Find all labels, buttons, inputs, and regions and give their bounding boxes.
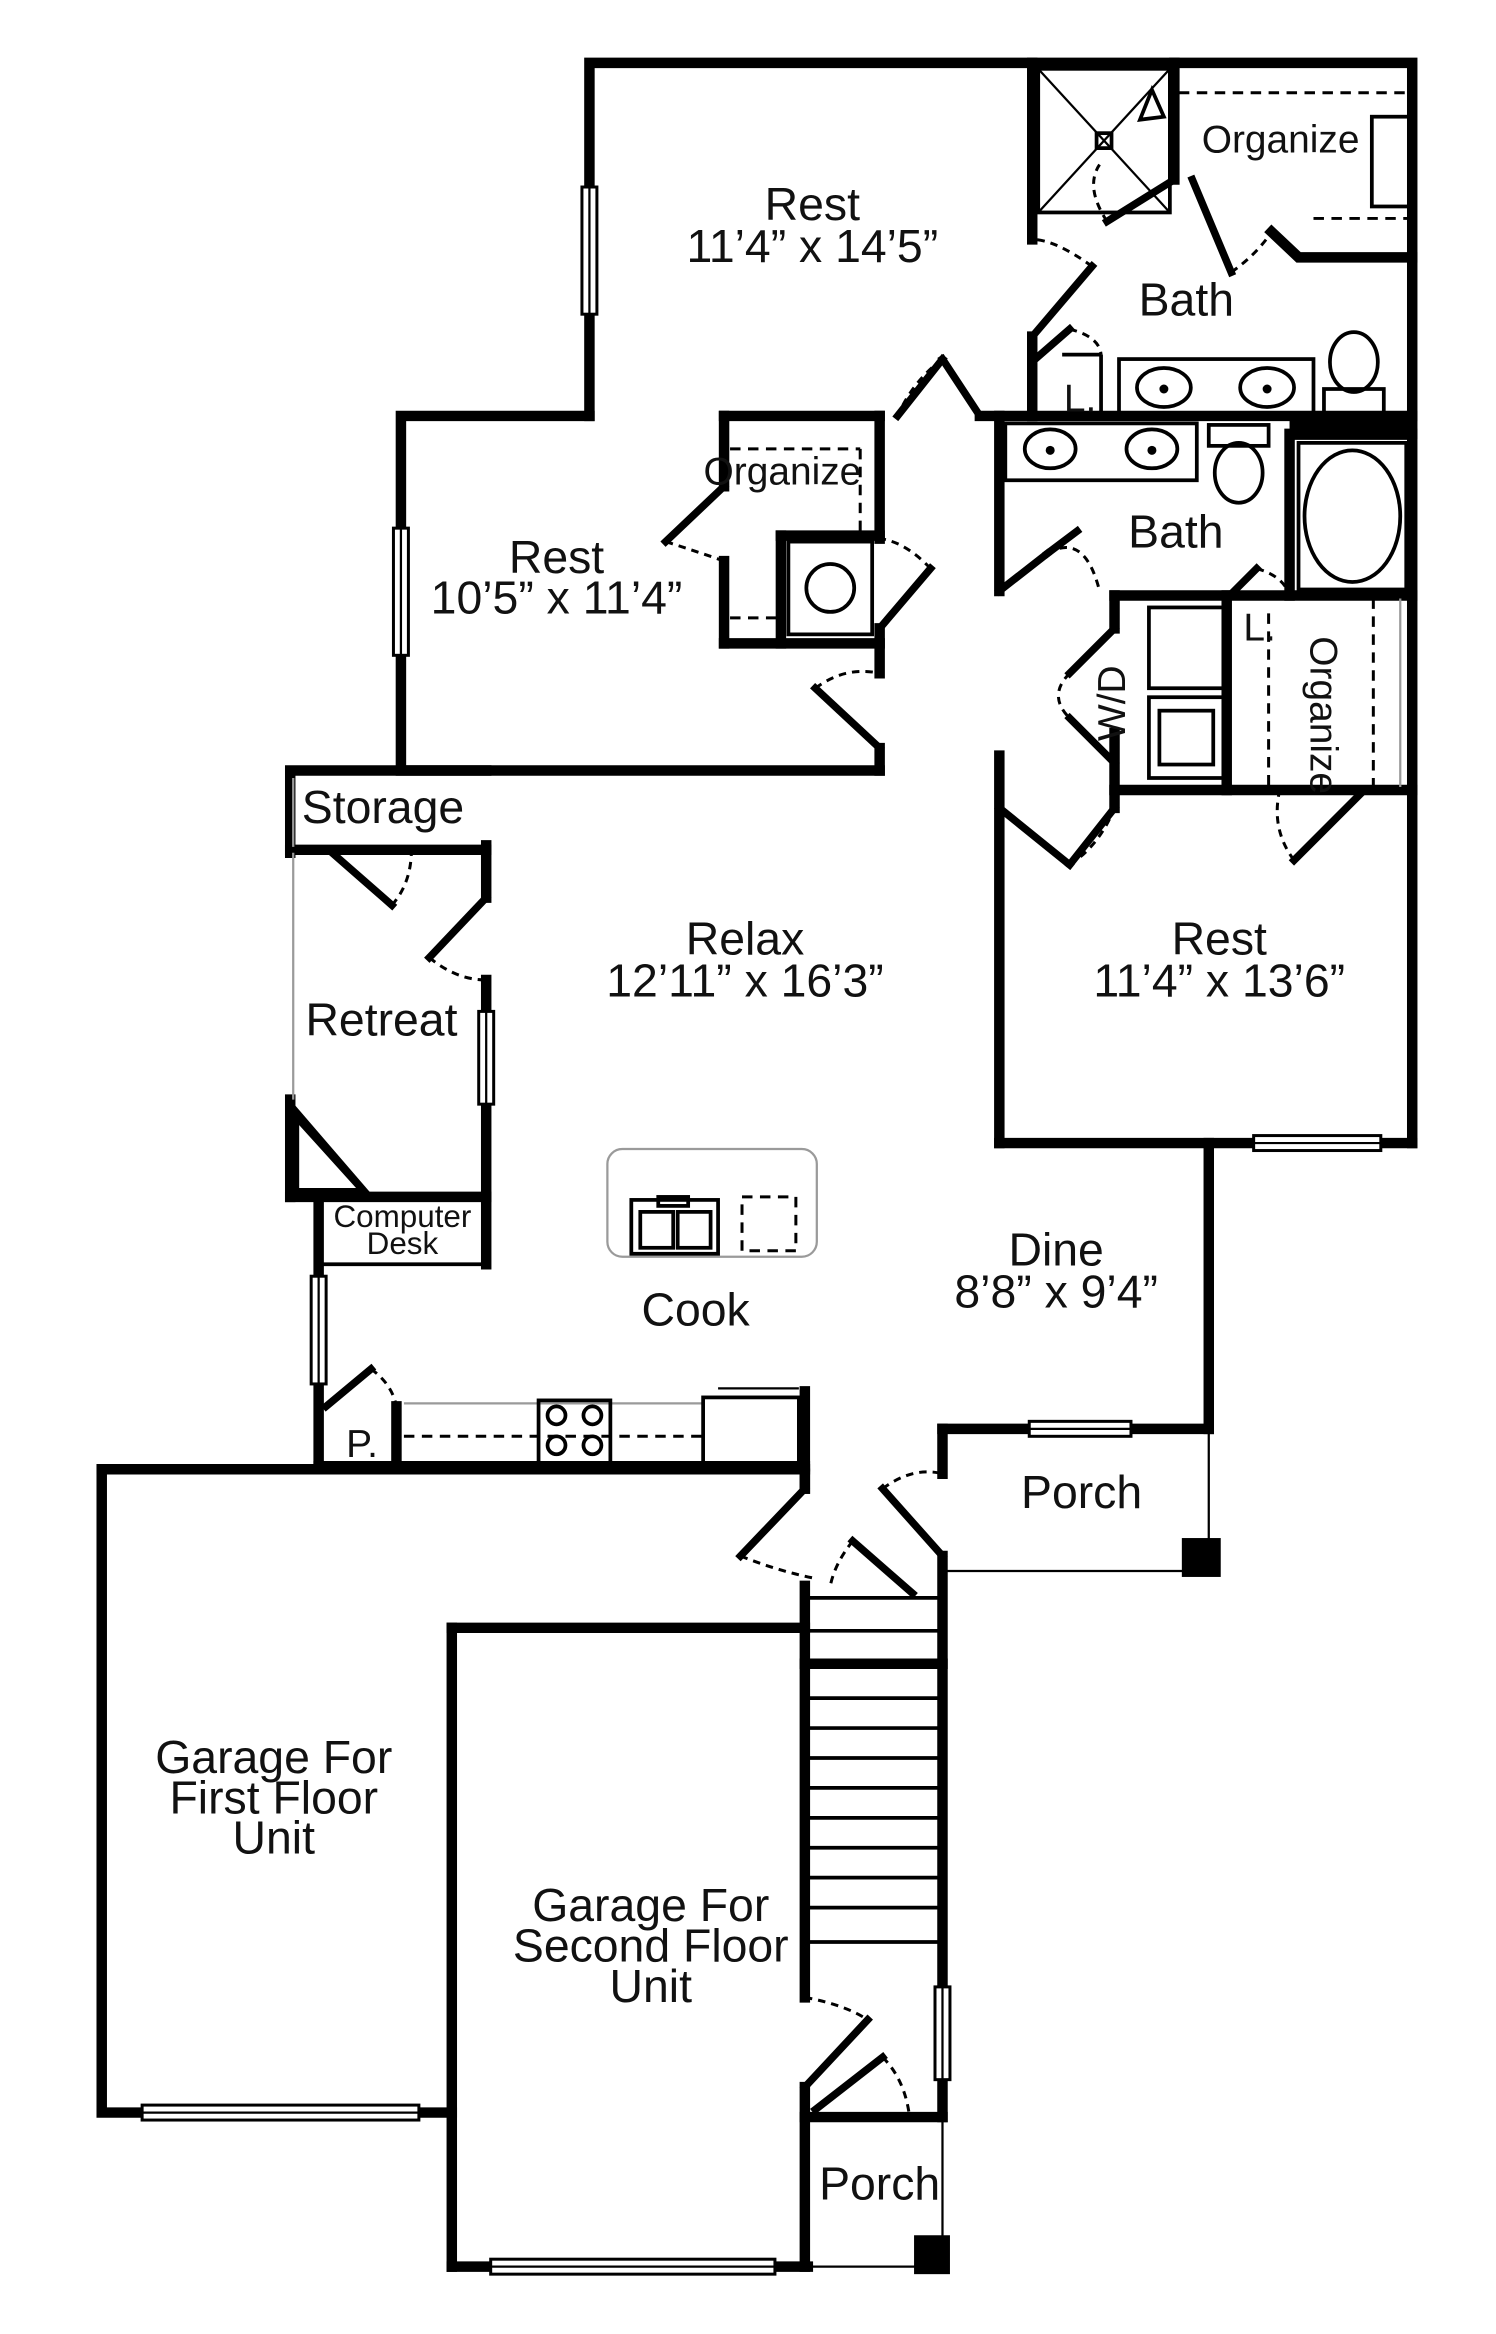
computer-desk-label-2: Desk [367, 1226, 439, 1261]
room-labels: Rest 11’4” x 14’5” Organize Bath L. Orga… [155, 119, 1359, 2210]
porch-upper-label: Porch [1021, 1466, 1142, 1518]
refrigerator-icon [701, 1395, 801, 1466]
garage-first-line1: Garage For [155, 1731, 392, 1783]
stove-icon [536, 1398, 613, 1466]
garage-first-line2: First Floor [169, 1771, 378, 1823]
organize-right-label: Organize [1301, 636, 1344, 794]
storage-label: Storage [302, 781, 464, 833]
rest-top-name: Rest [765, 178, 860, 230]
windows [140, 185, 1383, 2276]
linen-master-label: L. [1064, 377, 1096, 420]
rest-right-name: Rest [1172, 913, 1267, 965]
toilet-icon [1212, 440, 1265, 505]
doors [320, 163, 1367, 2118]
sink-icon [1022, 427, 1078, 471]
organize-mid-label: Organize [704, 451, 862, 494]
dine-name: Dine [1008, 1224, 1103, 1276]
rest-mid-name: Rest [509, 531, 604, 583]
sink-icon [1238, 366, 1296, 409]
rest-mid-size: 10’5” x 11’4” [431, 571, 683, 623]
shower-drain-icon [1094, 131, 1114, 150]
garage-first-line3: Unit [233, 1812, 316, 1864]
cook-label: Cook [642, 1284, 751, 1336]
organize-master-label: Organize [1202, 119, 1360, 162]
garage-second-line1: Garage For [532, 1879, 769, 1931]
garage-second-line2: Second Floor [513, 1919, 789, 1971]
garage-second-line3: Unit [610, 1960, 693, 2012]
rest-right-size: 11’4” x 13’6” [1093, 954, 1345, 1006]
rest-top-size: 11’4” x 14’5” [686, 220, 938, 272]
porch-lower-label: Porch [819, 2157, 940, 2209]
dine-size: 8’8” x 9’4” [954, 1266, 1158, 1318]
linen-second-label: L. [1243, 606, 1275, 649]
wall-slab [1289, 415, 1413, 440]
retreat-label: Retreat [305, 993, 457, 1045]
fixtures [290, 66, 1412, 1466]
bathtub-icon [1302, 448, 1403, 584]
sink-icon [1124, 427, 1180, 471]
water-heater-icon [804, 562, 857, 614]
porch-post [914, 2235, 950, 2275]
sink-icon [1135, 366, 1193, 409]
relax-name: Relax [686, 913, 805, 965]
stairs [807, 1596, 940, 1944]
relax-size: 12’11” x 16’3” [606, 954, 883, 1006]
pantry-label: P. [346, 1423, 378, 1466]
wd-label: W/D [1091, 665, 1134, 741]
computer-desk-label-1: Computer [333, 1199, 471, 1234]
bath-master-label: Bath [1139, 274, 1234, 326]
toilet-icon [1328, 330, 1380, 394]
bath-second-label: Bath [1128, 506, 1223, 558]
